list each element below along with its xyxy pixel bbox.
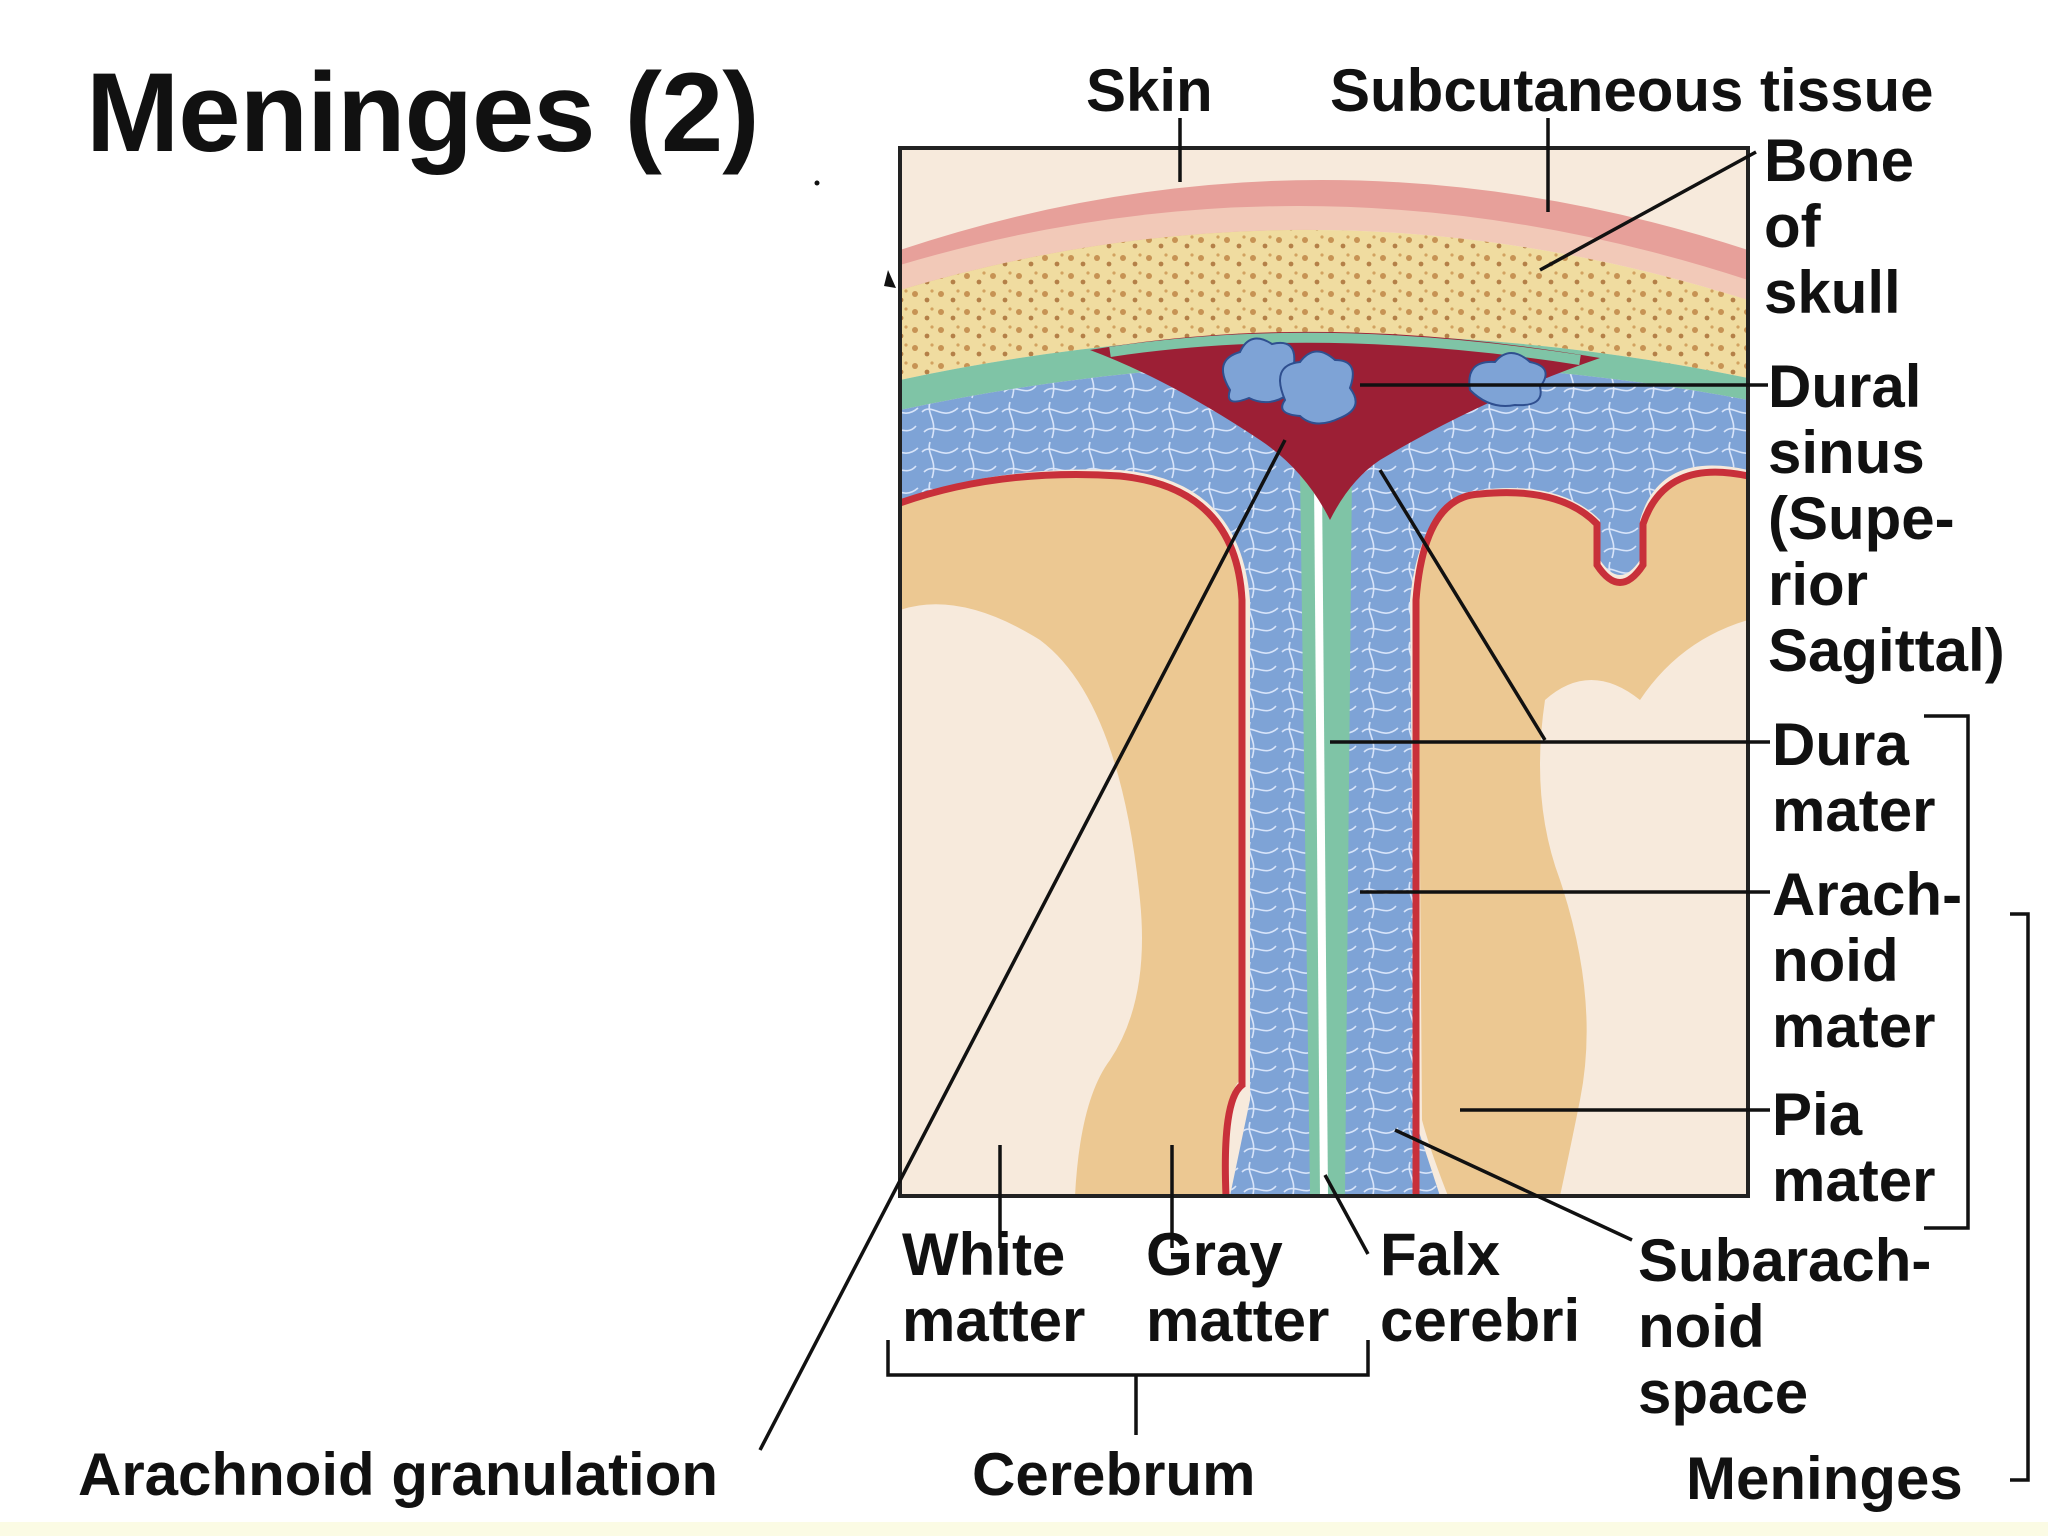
pia-left — [900, 471, 1246, 1196]
meninges-bracket-inner — [1924, 714, 1970, 1230]
pia-right — [1412, 468, 1748, 1196]
label-subcutaneous-tissue: Subcutaneous tissue — [1330, 57, 1934, 124]
arachnoid-granulations — [1221, 337, 1547, 425]
label-cerebrum: Cerebrum — [972, 1441, 1256, 1508]
falx-cerebri — [1300, 470, 1352, 1196]
gray-matter-left — [900, 476, 1240, 1196]
leader-granulation — [758, 439, 1287, 1451]
bottom-strip — [0, 1522, 2048, 1536]
leader-bone — [1539, 150, 1757, 272]
illustration-frame — [898, 146, 1750, 1198]
cerebrum-bracket — [886, 1340, 1370, 1377]
gray-matter-right — [1418, 474, 1748, 1196]
leader-subarachnoid — [1394, 1128, 1633, 1242]
page-title: Meninges (2) — [86, 50, 760, 175]
leader-dura-sinus-inner — [1378, 469, 1547, 741]
label-skin: Skin — [1086, 57, 1213, 124]
skin-layer — [900, 180, 1748, 300]
subcutaneous-layer — [900, 206, 1748, 300]
meninges-bracket-outer — [2010, 912, 2030, 1482]
label-meninges: Meninges — [1686, 1445, 1963, 1512]
label-arachnoid-granulation: Arachnoid granulation — [78, 1441, 719, 1508]
leader-falx — [1323, 1174, 1370, 1255]
